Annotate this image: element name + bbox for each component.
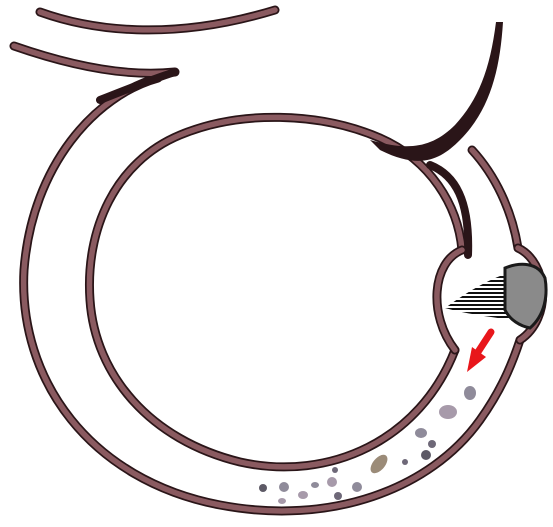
right-canal-outer-outline: [472, 150, 518, 248]
red-arrow-shaft: [478, 332, 491, 352]
particle: [332, 467, 338, 473]
cupula-solid: [505, 264, 546, 328]
particle: [367, 452, 390, 477]
cupula: [445, 264, 546, 328]
particle: [311, 482, 319, 488]
particle: [464, 386, 476, 400]
inner-canal-wall: [89, 117, 462, 467]
particle: [259, 484, 267, 492]
red-arrow-head: [467, 347, 486, 372]
inner-wall-fill: [89, 117, 462, 467]
red-arrow-icon: [467, 332, 491, 372]
particle: [421, 450, 431, 460]
particle: [439, 405, 457, 419]
particle: [278, 498, 286, 504]
particle: [402, 459, 408, 465]
particle: [428, 440, 436, 448]
top-duct: [14, 10, 275, 100]
particle: [298, 491, 308, 499]
particle: [352, 482, 362, 492]
particle: [334, 492, 342, 500]
connective-strand: [370, 22, 518, 255]
particle: [327, 477, 337, 487]
particle: [415, 428, 427, 438]
particle: [279, 482, 289, 492]
